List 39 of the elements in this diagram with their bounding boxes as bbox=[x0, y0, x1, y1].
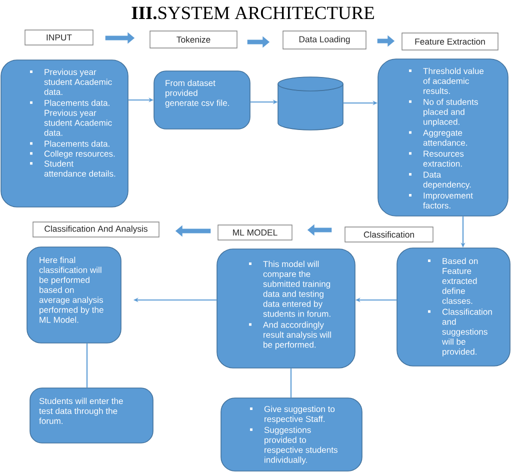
box-text: From dataset provided generate csv file. bbox=[165, 80, 229, 108]
rounded-box bbox=[216, 248, 356, 368]
rounded-box bbox=[0, 60, 128, 208]
rounded-box bbox=[220, 398, 362, 472]
label-box: Classification bbox=[344, 226, 434, 242]
list-item: No of students placed and unplaced. bbox=[424, 98, 478, 127]
list-item: College resources. bbox=[44, 150, 115, 158]
list-item: Improvement factors. bbox=[423, 192, 473, 209]
connector-line bbox=[86, 343, 88, 388]
label-box: INPUT bbox=[24, 30, 94, 46]
label-box: Classification And Analysis bbox=[32, 222, 160, 238]
rounded-box bbox=[154, 70, 250, 130]
list-item: Aggregate attendance. bbox=[423, 130, 467, 146]
database-cylinder bbox=[278, 76, 344, 130]
label-box: Tokenize bbox=[150, 30, 238, 48]
list-item: Give suggestion to respective Staff. bbox=[264, 406, 335, 424]
title: III.SYSTEM ARCHITECTURE bbox=[132, 6, 374, 20]
connector-line bbox=[290, 368, 292, 398]
list-item: Placements data. bbox=[44, 140, 110, 147]
box-text: Here final classification will be performed based on average analysis performed by the ML Model. bbox=[39, 256, 104, 323]
list-item: Resources extraction. bbox=[423, 150, 464, 167]
label-box: ML MODEL bbox=[218, 224, 292, 240]
list-item: Data dependency. bbox=[423, 172, 471, 190]
label-box: Feature Extraction bbox=[402, 32, 498, 50]
list-item: Placements data. Previous year student Academic data. bbox=[44, 100, 112, 136]
list-item: Classification and suggestions will be provided. bbox=[442, 308, 492, 356]
list-item: Previous year student Academic data. bbox=[44, 68, 112, 95]
list-item: Suggestions provided to respective students individually. bbox=[264, 426, 338, 465]
list-item: This model will compare the submitted training data and testing data entered by students in forum. bbox=[263, 260, 330, 317]
rounded-box bbox=[30, 388, 154, 444]
rounded-box bbox=[396, 248, 510, 366]
list-item: Based on Feature extracted define classes. bbox=[442, 258, 478, 304]
box-text: Students will enter the test data through the forum. bbox=[39, 398, 123, 424]
rounded-box bbox=[378, 58, 508, 216]
label-box: Data Loading bbox=[282, 30, 366, 50]
rounded-box bbox=[26, 246, 122, 344]
list-item: Threshold value of academic results. bbox=[423, 68, 484, 94]
list-item: Student attendance details. bbox=[44, 160, 116, 177]
list-item: And accordingly result analysis will be performed. bbox=[263, 322, 331, 350]
